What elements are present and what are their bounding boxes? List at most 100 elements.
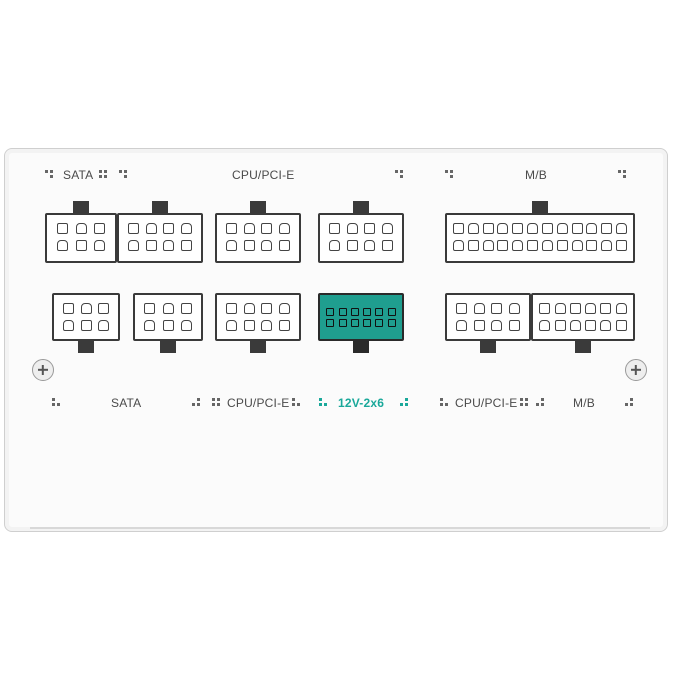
connector-pin xyxy=(75,223,87,234)
screw-icon xyxy=(32,359,54,381)
label-top-sata: SATA xyxy=(63,168,94,182)
connector-pin xyxy=(539,320,551,331)
connector-pin xyxy=(328,223,340,234)
connector-pin xyxy=(363,319,372,327)
connector-latch xyxy=(73,201,89,213)
connector-pin xyxy=(56,240,68,251)
connector-pin xyxy=(144,303,156,314)
screw-icon xyxy=(625,359,647,381)
connector-pin xyxy=(338,319,347,327)
connector-pin xyxy=(473,320,485,331)
panel-bottom-edge xyxy=(30,527,650,529)
connector-pin xyxy=(346,240,358,251)
connector-pin xyxy=(144,320,156,331)
connector-pin xyxy=(452,223,464,234)
connector-pin xyxy=(452,240,464,251)
dot-marker-icon xyxy=(99,170,107,178)
connector-sata-4 xyxy=(133,293,203,341)
dot-marker-icon xyxy=(292,398,300,406)
connector-pin xyxy=(279,223,291,234)
connector-pin xyxy=(556,240,568,251)
dot-marker-icon xyxy=(119,170,127,178)
label-top-cpu-pcie: CPU/PCI-E xyxy=(232,168,295,182)
connector-latch xyxy=(160,341,176,353)
connector-pin xyxy=(243,223,255,234)
label-top-mb: M/B xyxy=(525,168,547,182)
connector-pin xyxy=(497,223,509,234)
connector-pin xyxy=(569,303,581,314)
connector-latch xyxy=(532,201,548,213)
connector-pin xyxy=(261,223,273,234)
connector-pin xyxy=(600,303,612,314)
connector-pin xyxy=(387,319,396,327)
connector-pin xyxy=(328,240,340,251)
connector-pin xyxy=(571,240,583,251)
label-bottom-cpu-pcie-right: CPU/PCI-E xyxy=(455,396,518,410)
connector-cpu-pcie-top-2 xyxy=(318,213,404,263)
connector-pin xyxy=(364,240,376,251)
connector-latch xyxy=(152,201,168,213)
connector-pin xyxy=(94,240,106,251)
label-bottom-mb: M/B xyxy=(573,396,595,410)
connector-latch xyxy=(353,201,369,213)
connector-pin xyxy=(375,308,384,316)
connector-pin xyxy=(162,303,174,314)
connector-pin xyxy=(586,240,598,251)
connector-pin xyxy=(541,223,553,234)
connector-latch xyxy=(353,341,369,353)
label-bottom-cpu-pcie-left: CPU/PCI-E xyxy=(227,396,290,410)
connector-pin xyxy=(554,303,566,314)
connector-pin xyxy=(338,308,347,316)
connector-pin xyxy=(163,240,175,251)
connector-pin xyxy=(181,223,193,234)
connector-pin xyxy=(527,240,539,251)
connector-pin xyxy=(127,240,139,251)
connector-pin xyxy=(509,320,521,331)
connector-pin xyxy=(491,320,503,331)
label-bottom-sata: SATA xyxy=(111,396,142,410)
connector-pin xyxy=(180,320,192,331)
connector-mb-secondary xyxy=(531,293,635,341)
connector-pin xyxy=(145,240,157,251)
connector-pin xyxy=(279,303,291,314)
connector-pin xyxy=(491,303,503,314)
connector-cpu-pcie-top-1 xyxy=(215,213,301,263)
connector-pin xyxy=(382,240,394,251)
connector-pin xyxy=(473,303,485,314)
connector-pin xyxy=(497,240,509,251)
dot-marker-icon xyxy=(625,398,633,406)
connector-pin xyxy=(363,308,372,316)
connector-pin xyxy=(467,240,479,251)
connector-pin xyxy=(455,320,467,331)
connector-pin xyxy=(62,303,74,314)
connector-pin xyxy=(482,240,494,251)
connector-pin xyxy=(225,240,237,251)
connector-12v-2x6 xyxy=(318,293,404,341)
dot-marker-icon xyxy=(440,398,448,406)
connector-pin xyxy=(350,308,359,316)
connector-pin xyxy=(162,320,174,331)
connector-sata-3 xyxy=(52,293,120,341)
connector-pin xyxy=(279,240,291,251)
connector-pin xyxy=(585,303,597,314)
dot-marker-icon xyxy=(520,398,528,406)
connector-cpu-pcie-bottom-1 xyxy=(215,293,301,341)
connector-pin xyxy=(556,223,568,234)
connector-pin xyxy=(80,303,92,314)
dot-marker-icon xyxy=(212,398,220,406)
connector-pin xyxy=(62,320,74,331)
connector-pin xyxy=(382,223,394,234)
connector-pin xyxy=(539,303,551,314)
connector-pin xyxy=(56,223,68,234)
dot-marker-icon xyxy=(52,398,60,406)
connector-pin xyxy=(571,223,583,234)
connector-pin xyxy=(600,320,612,331)
dot-marker-icon xyxy=(618,170,626,178)
connector-pin xyxy=(601,240,613,251)
dot-marker-icon xyxy=(192,398,200,406)
connector-pin xyxy=(541,240,553,251)
connector-pin xyxy=(181,240,193,251)
connector-pin xyxy=(616,240,628,251)
connector-pin xyxy=(261,240,273,251)
connector-pin xyxy=(94,223,106,234)
